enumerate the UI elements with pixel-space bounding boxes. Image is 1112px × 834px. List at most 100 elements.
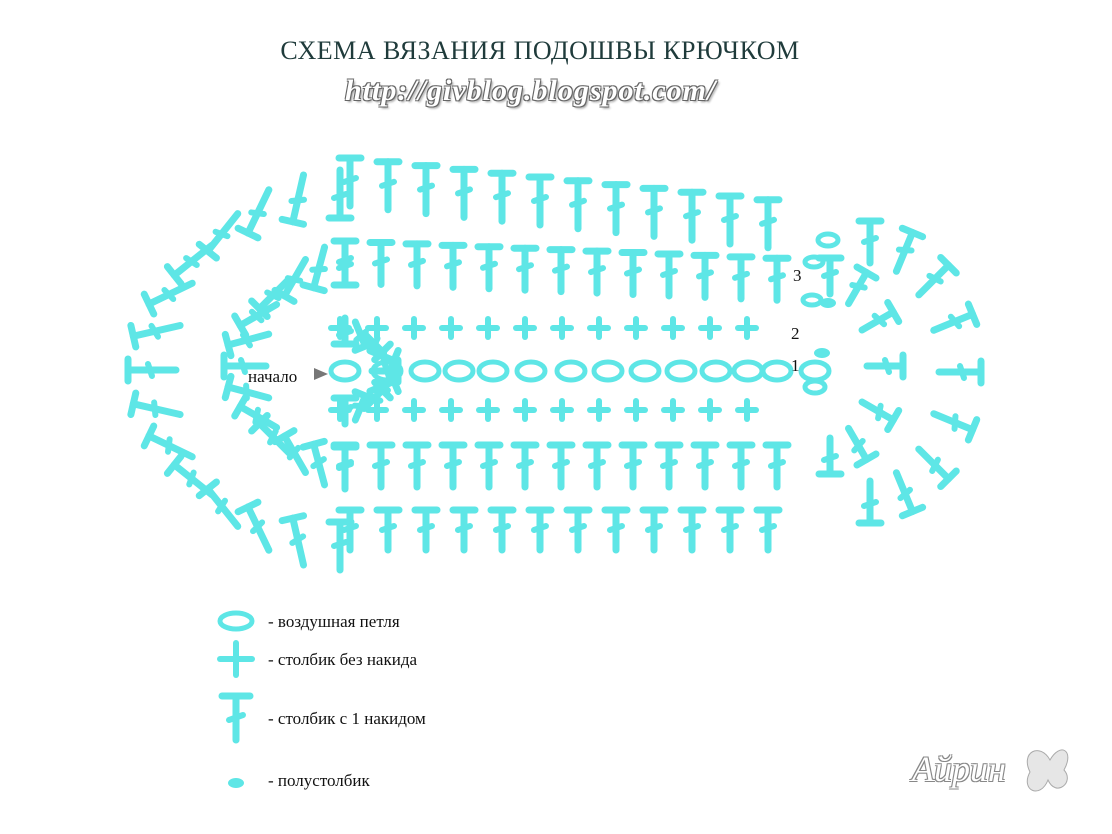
stitch-bar: [897, 486, 913, 502]
row1-top-stitch: [735, 316, 759, 340]
row3-toe-stitch: [915, 253, 960, 299]
stitch-top: [127, 321, 140, 351]
row3-heel-stitch: [234, 186, 273, 242]
row1-bottom-stitch: [550, 398, 574, 422]
stitch-bar: [372, 256, 390, 267]
row3-toe-stitch: [915, 445, 960, 491]
foundation-chain-stitch: [664, 359, 698, 383]
stitch-bar: [624, 459, 642, 469]
stitch-top: [884, 406, 903, 434]
stitch-bar: [289, 533, 307, 546]
stitch-bar: [331, 539, 349, 549]
stitch-bar: [871, 312, 888, 328]
stitch-bar: [250, 519, 266, 535]
row3-bottom-stitch: [753, 506, 783, 554]
row2-heel-stitch: [271, 255, 309, 305]
row3-top-stitch: [715, 192, 745, 248]
row3-heel-stitch: [278, 171, 308, 228]
stitch-top: [195, 478, 220, 500]
row2-bottom-stitch: [618, 441, 648, 491]
stitch-bar: [683, 209, 701, 220]
stitch-top: [127, 389, 140, 419]
stitch-bar: [212, 228, 231, 240]
row2-top-stitch: [618, 249, 648, 299]
row3-toe-stitch: [892, 469, 927, 520]
row1-heel-stitch: [330, 394, 360, 428]
stitch-top: [278, 512, 308, 525]
stitch-bar: [531, 194, 549, 204]
row1-bottom-stitch: [624, 398, 648, 422]
stitch-bar: [455, 186, 473, 197]
row1-bottom-stitch: [365, 398, 389, 422]
row3-top-stitch: [487, 169, 517, 225]
stitch-bar: [331, 191, 349, 201]
stitch-bar: [875, 402, 884, 422]
row1-bottom-stitch: [476, 398, 500, 422]
legend-double-crochet-symbol: [218, 692, 254, 744]
row3-toe-stitch: [930, 410, 981, 444]
row1-top-stitch: [365, 316, 389, 340]
legend-chain-text: - воздушная петля: [268, 612, 400, 631]
stitch-top: [351, 338, 379, 354]
stitch-top: [231, 312, 250, 339]
row-join-slip-stitch: [814, 348, 830, 358]
stitch-bar: [821, 269, 839, 279]
stitch-bar: [660, 267, 678, 278]
stitch-bar: [607, 523, 625, 533]
row2-heel-stitch: [299, 437, 329, 489]
row1-top-stitch: [476, 316, 500, 340]
stitch-bar: [957, 363, 967, 381]
signature: Айрин: [912, 749, 1006, 789]
stitch-bar: [861, 499, 879, 509]
stitch-bar: [624, 266, 642, 277]
stitch-bar: [145, 361, 155, 379]
stitch-group: [124, 154, 985, 574]
row3-heel-stitch: [140, 279, 196, 318]
stitch-bar: [768, 459, 786, 469]
row2-heel-stitch: [271, 427, 309, 477]
stitch-top: [371, 340, 394, 364]
stitch-top: [234, 224, 262, 242]
legend-symbols: [217, 610, 255, 788]
stitch-top: [386, 347, 402, 375]
row3-top-stitch: [335, 154, 365, 210]
row1-heel-stitch: [330, 314, 360, 348]
stitch-bar: [341, 175, 359, 185]
stitch-bar: [353, 328, 369, 344]
row2-bottom-stitch: [546, 441, 576, 491]
foundation-chain-stitch: [514, 359, 548, 383]
row2-top-stitch: [582, 247, 612, 297]
stitch-bar: [493, 190, 511, 201]
start-label: начало: [248, 367, 297, 386]
stitch-top: [898, 503, 927, 520]
row-label-1: 1: [791, 356, 800, 375]
stitch-bar: [372, 459, 390, 469]
stitch-bar: [336, 261, 354, 271]
row3-bottom-stitch: [411, 506, 441, 554]
row3-bottom-stitch: [601, 506, 631, 554]
row-label-2: 2: [791, 324, 800, 343]
stitch-bar: [851, 437, 866, 454]
stitch-bar: [238, 357, 248, 375]
stitch-bar: [309, 266, 328, 273]
row1-top-stitch: [698, 316, 722, 340]
row2-top-stitch: [654, 250, 684, 300]
stitch-bar: [569, 523, 587, 533]
row1-top-stitch: [402, 316, 426, 340]
stitch-top: [299, 437, 328, 451]
stitch-bar: [408, 459, 426, 469]
stitch-bar: [926, 272, 944, 285]
row2-bottom-stitch: [654, 441, 684, 491]
foundation-chain-stitch: [699, 359, 733, 383]
stitch-top: [937, 253, 960, 277]
row3-top-stitch: [411, 162, 441, 218]
stitch-bar: [732, 270, 750, 281]
row1-top-stitch: [624, 316, 648, 340]
stitch-bar: [721, 523, 739, 533]
stitch-bar: [379, 178, 397, 189]
stitch-top: [964, 300, 981, 328]
row3-top-stitch: [525, 173, 555, 229]
row3-bottom-stitch: [677, 506, 707, 554]
row1-bottom-stitch: [513, 398, 537, 422]
stitch-bar: [645, 523, 663, 533]
